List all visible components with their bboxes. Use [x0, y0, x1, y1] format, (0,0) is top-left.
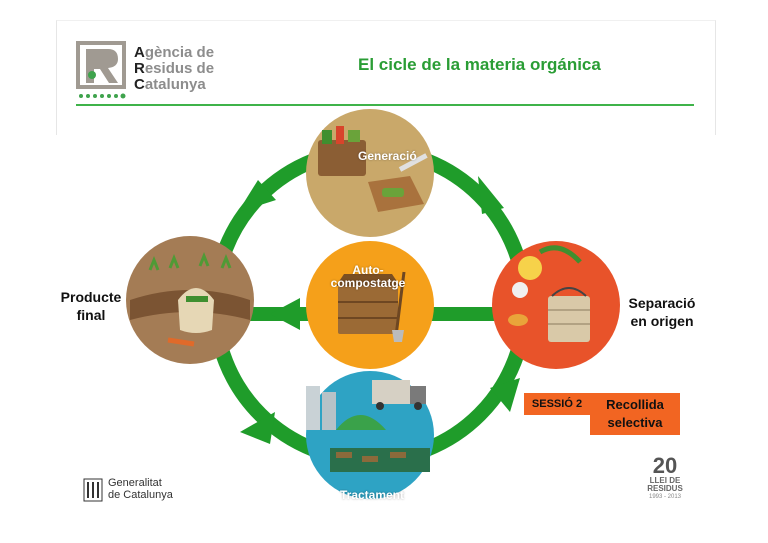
logo-line-3: Catalunya: [134, 76, 206, 93]
node-title-generation: Generació: [358, 149, 417, 163]
logo-dots: [79, 93, 126, 99]
node-title-treatment: Tractament: [339, 489, 405, 502]
label-separation-line-1: Separació: [628, 295, 696, 311]
session-badge: SESSIÓ 2: [524, 393, 590, 415]
logo-line-2: Residus de: [134, 60, 215, 77]
anniversary-line-2: RESIDUS: [647, 484, 683, 493]
anniversary-years: 1993 - 2013: [648, 494, 682, 500]
logo-mark-icon: [76, 41, 126, 89]
label-final-product: Producte final: [56, 288, 126, 324]
node-separation: [492, 241, 620, 369]
node-title-composting: Auto- compostatge: [327, 264, 409, 290]
arrow-bottom-left: [240, 412, 275, 444]
arrow-connector: [270, 298, 300, 330]
government-line-1: Generalitat: [108, 477, 162, 489]
collect-line-1: Recollida: [606, 397, 664, 412]
government-line-2: de Catalunya: [108, 489, 173, 501]
composting-line-2: compostatge: [330, 276, 406, 290]
node-final-product: [126, 236, 254, 364]
collect-line-2: selectiva: [607, 415, 663, 430]
anniversary-line-1: LLEI DE: [649, 476, 681, 485]
label-separation: Separació en origen: [622, 294, 702, 330]
arrow-top-right: [478, 176, 504, 214]
logo-line-1: Agència de: [134, 44, 215, 61]
label-final-product-line-1: Producte: [60, 289, 122, 305]
label-final-product-line-2: final: [76, 307, 106, 323]
page-title: El cicle de la materia orgánica: [358, 55, 601, 74]
node-composting: [306, 241, 434, 369]
anniversary-number: 20: [652, 453, 678, 478]
node-generation: [306, 109, 434, 237]
header-frame: [56, 20, 716, 135]
composting-line-1: Auto-: [352, 263, 384, 277]
anniversary-badge: 20 LLEI DE RESIDUS 1993 - 2013: [640, 455, 690, 501]
logo-wordmark: Agència de Residus de Catalunya: [134, 45, 214, 93]
label-separation-line-2: en origen: [630, 313, 694, 329]
arrow-right-down: [490, 378, 520, 412]
government-shield-icon: [83, 478, 103, 502]
selective-collection-box: Recollida selectiva: [590, 393, 680, 435]
header-rule: [76, 104, 694, 106]
node-treatment: [306, 371, 434, 499]
arrow-top-left: [238, 180, 276, 212]
connector-right: [425, 307, 500, 321]
government-name: Generalitat de Catalunya: [108, 477, 173, 501]
